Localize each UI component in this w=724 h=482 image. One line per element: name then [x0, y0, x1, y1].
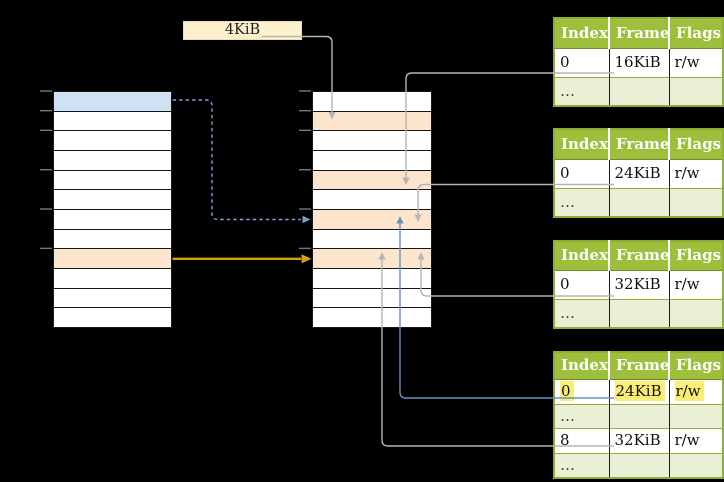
vpage8-lookup-arrowhead-icon	[301, 254, 312, 264]
table-cell: 8	[554, 427, 609, 453]
table-cell: r/w	[668, 159, 723, 188]
virtual-memory-column-row-0	[53, 91, 172, 112]
column-header: Flags	[668, 241, 723, 271]
table-cell: …	[554, 76, 609, 106]
table-row: …	[554, 298, 723, 328]
vpage0-lookup-connector	[172, 99, 301, 221]
table-cell	[608, 298, 669, 328]
virtual-memory-column-row-4	[53, 169, 172, 191]
table-cell: 32KiB	[608, 427, 669, 453]
table-cell: 0	[554, 159, 609, 188]
table-cell: …	[554, 187, 609, 217]
physical-memory-column-row-9	[312, 268, 432, 289]
physical-memory-column-row-3	[312, 150, 432, 171]
highlighted-cell-text: 0	[560, 381, 574, 401]
column-header: Index	[554, 352, 609, 380]
table-cell	[668, 298, 723, 328]
table-cell: r/w	[668, 427, 723, 453]
column-header: Index	[554, 18, 609, 49]
table-cell	[668, 452, 723, 478]
frame-size-label: 4KiB	[183, 21, 302, 40]
column-header: Flags	[668, 352, 723, 380]
physical-memory-column-row-8	[312, 248, 432, 270]
physical-memory-column-row-11	[312, 307, 432, 329]
frame-size-label-text: 4KiB	[224, 22, 261, 38]
physical-memory-column-row-2	[312, 130, 432, 152]
column-header: Frame	[608, 241, 669, 271]
table-cell	[668, 76, 723, 106]
table-cell	[668, 187, 723, 217]
table-cell: 16KiB	[608, 48, 669, 77]
table-cell: r/w	[668, 270, 723, 299]
column-header: Frame	[608, 129, 669, 160]
table-row: …	[554, 76, 723, 106]
table-cell: r/w	[668, 48, 723, 77]
table-cell: 0	[554, 379, 609, 404]
table-cell: 32KiB	[608, 270, 669, 299]
physical-memory-column-row-4	[312, 169, 432, 191]
column-header: Flags	[668, 129, 723, 160]
table-cell: 24KiB	[608, 379, 669, 404]
physical-memory-column-row-10	[312, 287, 432, 309]
column-header: Index	[554, 241, 609, 271]
table-cell	[608, 187, 669, 217]
virtual-memory-column-row-9	[53, 268, 172, 289]
column-header: Index	[554, 129, 609, 160]
physical-memory-column-row-6	[312, 209, 432, 230]
table-cell: …	[554, 298, 609, 328]
column-header: Frame	[608, 18, 669, 49]
table-row: …	[554, 403, 723, 428]
virtual-memory-column-row-11	[53, 307, 172, 329]
virtual-memory-column-row-5	[53, 189, 172, 211]
table-cell: …	[554, 452, 609, 478]
virtual-memory-column-row-1	[53, 110, 172, 132]
virtual-memory-column-row-2	[53, 130, 172, 152]
table-cell	[668, 403, 723, 428]
table-cell	[608, 452, 669, 478]
table-cell	[608, 403, 669, 428]
table-row: 0 24KiB r/w	[554, 379, 723, 404]
vpage0-lookup-arrowhead-icon	[302, 215, 311, 224]
highlighted-cell-text: r/w	[674, 381, 704, 401]
table-cell: 0	[554, 48, 609, 77]
table-row: …	[554, 187, 723, 217]
table-row: …	[554, 452, 723, 478]
virtual-memory-column-row-8	[53, 248, 172, 270]
virtual-memory-column-row-7	[53, 228, 172, 250]
physical-memory-column-row-7	[312, 228, 432, 250]
highlighted-cell-text: 24KiB	[614, 381, 665, 401]
virtual-memory-column-row-10	[53, 287, 172, 309]
physical-memory-column-row-1	[312, 110, 432, 132]
physical-memory-column-row-5	[312, 189, 432, 211]
virtual-memory-column-row-3	[53, 150, 172, 171]
table-cell: r/w	[668, 379, 723, 404]
table-cell: …	[554, 403, 609, 428]
table-cell: 24KiB	[608, 159, 669, 188]
virtual-memory-column-row-6	[53, 209, 172, 230]
table-cell	[608, 76, 669, 106]
physical-memory-column-row-0	[312, 91, 432, 112]
column-header: Flags	[668, 18, 723, 49]
column-header: Frame	[608, 352, 669, 380]
table-cell: 0	[554, 270, 609, 299]
